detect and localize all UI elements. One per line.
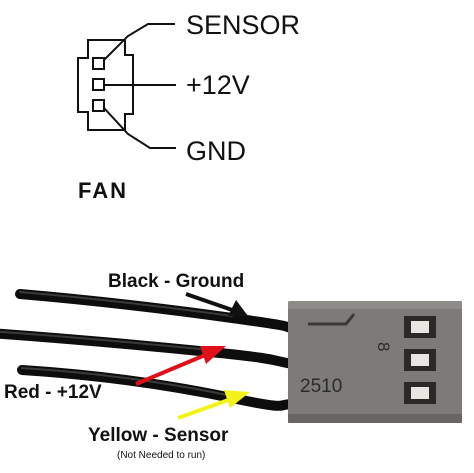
pin-contact-2 — [411, 354, 429, 366]
wire-black — [15, 289, 297, 333]
gnd-leader-line — [103, 107, 176, 149]
wire-bundle — [0, 289, 297, 411]
annotation-arrows — [135, 292, 250, 420]
connector-pin-marking: 8 — [374, 342, 393, 351]
connector-schematic: SENSOR +12V GND FAN — [77, 10, 300, 203]
wire-red — [0, 328, 297, 369]
connector-latch — [308, 313, 356, 326]
wire-yellow — [17, 365, 297, 411]
schematic-pin-sensor — [92, 57, 105, 70]
wire-black-highlight — [19, 291, 233, 317]
red-wire-arrow-shaft — [135, 351, 211, 386]
12v-pin-label: +12V — [186, 70, 250, 100]
connector-photo: 2510 8 Black - Ground Red - +12V Yellow … — [0, 271, 462, 461]
pin-contact-3 — [411, 387, 429, 399]
sensor-leader-line — [103, 23, 175, 61]
red-12v-label: Red - +12V — [4, 382, 102, 403]
black-ground-label: Black - Ground — [108, 271, 244, 292]
black-wire-arrow-shaft — [185, 292, 239, 314]
connector-housing: 2510 8 — [288, 301, 462, 423]
sensor-pin-label: SENSOR — [186, 10, 300, 40]
gnd-pin-label: GND — [186, 136, 246, 166]
yellow-sensor-note: (Not Needed to run) — [117, 450, 205, 461]
wire-yellow-highlight — [21, 367, 233, 397]
fan-connector-label: FAN — [78, 178, 128, 203]
pin-contact-1 — [411, 321, 429, 333]
black-wire-arrow-head — [228, 300, 248, 316]
yellow-wire-arrow-head — [224, 390, 250, 408]
schematic-pin-gnd — [92, 99, 105, 112]
connector-part-number: 2510 — [300, 376, 342, 397]
connector-bottom-shade — [288, 414, 462, 423]
connector-face-shade — [288, 301, 462, 309]
wire-red-highlight — [0, 330, 211, 351]
red-wire-arrow-head — [200, 346, 226, 364]
yellow-sensor-label: Yellow - Sensor — [88, 425, 229, 446]
schematic-pin-12v — [92, 78, 105, 91]
connector-pin-windows — [404, 316, 436, 404]
yellow-wire-arrow-shaft — [177, 396, 235, 420]
